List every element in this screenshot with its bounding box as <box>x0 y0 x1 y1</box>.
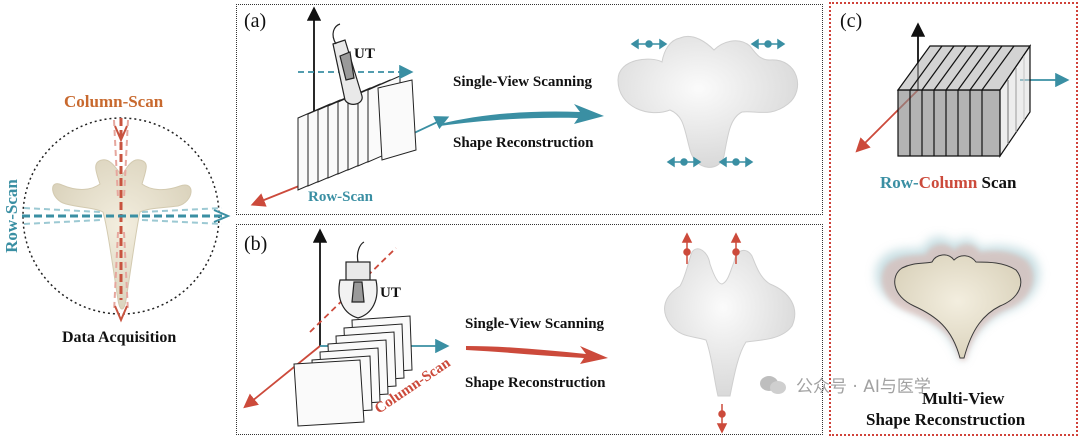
panel-c-tag: (c) <box>840 10 863 32</box>
multi-view-reconstruction <box>875 236 1040 360</box>
data-acquisition-caption: Data Acquisition <box>62 329 177 346</box>
vertebra-bone <box>52 159 192 310</box>
wechat-icon <box>760 374 788 396</box>
row-column-scan-label: Row-Column Scan <box>880 173 1017 193</box>
single-view-arrow-b <box>466 346 608 364</box>
reconstruction-b <box>664 248 796 397</box>
reconstruction-a <box>617 36 799 168</box>
row-scan-label-vertical: Row-Scan <box>2 179 21 253</box>
column-part: Column <box>918 173 978 192</box>
ut-probe-b <box>338 241 378 319</box>
multi-view-caption-line1: Multi-View <box>922 389 1005 408</box>
panel-a-tag: (a) <box>244 10 267 32</box>
single-view-arrow-a <box>440 104 604 126</box>
ut-label-a: UT <box>354 46 375 62</box>
panel-b-graphics <box>243 228 796 434</box>
row-column-scan-volume <box>896 44 1032 158</box>
panel-b-frame <box>236 224 823 435</box>
column-scan-slices <box>293 315 413 427</box>
column-scan-label: Column-Scan <box>64 92 164 111</box>
method-top-a: Single-View Scanning <box>453 74 593 90</box>
scan-part: Scan <box>977 173 1017 192</box>
method-top-b: Single-View Scanning <box>465 316 605 332</box>
panel-a-frame <box>236 4 823 215</box>
ut-probe-a <box>332 23 363 105</box>
acquisition-circle-group <box>22 117 231 323</box>
ut-label-b: UT <box>380 285 401 301</box>
watermark: 公众号 · AI与医学 <box>760 372 931 397</box>
row-scan-slices <box>297 75 417 191</box>
panel-c-graphics <box>855 22 1070 360</box>
multi-view-caption-line2: Shape Reconstruction <box>866 410 1026 429</box>
method-bottom-a: Shape Reconstruction <box>453 135 594 151</box>
panel-c-frame <box>829 2 1078 436</box>
row-scan-label-a: Row-Scan <box>308 189 374 205</box>
method-bottom-b: Shape Reconstruction <box>465 375 606 391</box>
row-part: Row- <box>880 173 919 192</box>
panel-b-tag: (b) <box>244 233 268 255</box>
panel-a-graphics <box>250 6 799 207</box>
watermark-text: 公众号 · AI与医学 <box>796 377 931 397</box>
